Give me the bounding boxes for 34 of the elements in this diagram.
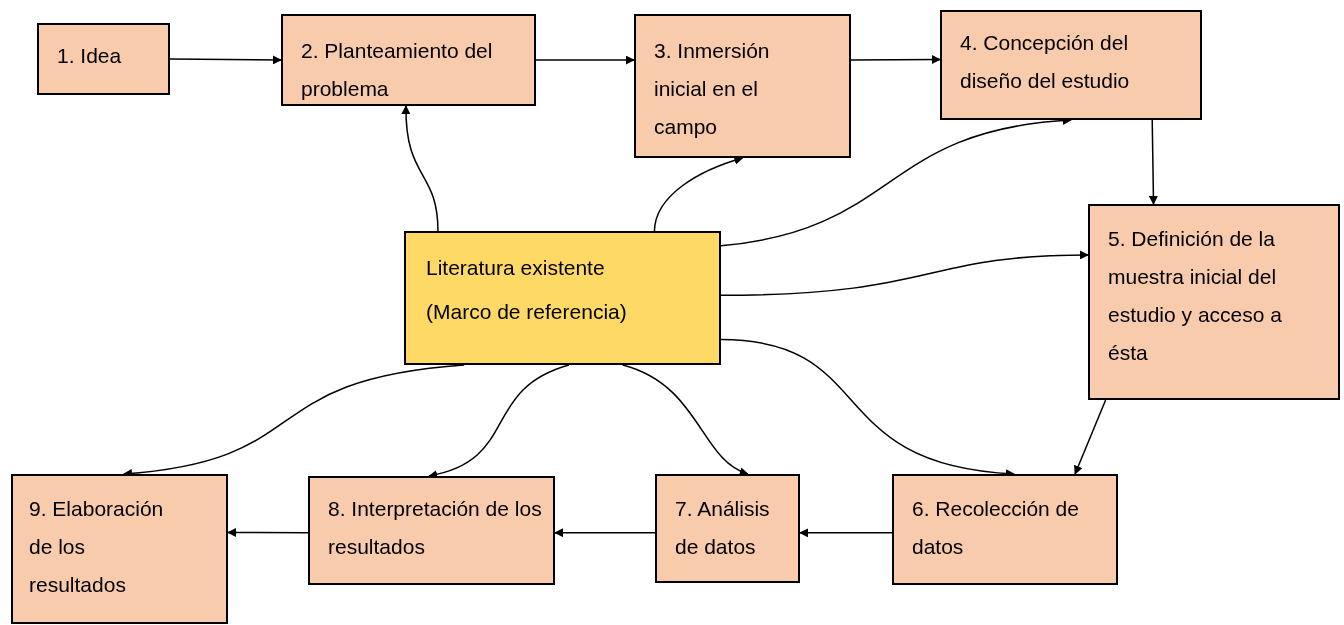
arrow: [720, 250, 1089, 297]
box-text: 4. Concepción del diseño del estudio: [960, 30, 1131, 94]
arrow: [169, 55, 282, 65]
arrow: [1148, 119, 1158, 205]
box-text: 6. Recolección de datos: [912, 496, 1080, 560]
process-box: [11, 474, 228, 624]
arrow: [1074, 399, 1107, 475]
box-text: 1. Idea: [57, 43, 123, 69]
process-box: [281, 14, 536, 106]
box-text: 9. Elaboración de los resultados: [29, 496, 165, 598]
process-box: [308, 476, 555, 585]
literature-box: [404, 231, 721, 365]
arrow: [653, 156, 744, 232]
process-box: [940, 10, 1202, 120]
box-text: 7. Análisis de datos: [675, 496, 771, 560]
process-box: [892, 474, 1118, 585]
arrow: [535, 55, 635, 65]
process-box: [655, 474, 800, 583]
box-text: 5. Definición de la muestra inicial del estudio y acceso a ésta: [1108, 226, 1283, 366]
box-text: Literatura existente: [426, 255, 606, 281]
arrow: [622, 364, 749, 475]
process-box: [37, 23, 170, 95]
box-text: 2. Planteamiento del problema: [301, 38, 494, 102]
box-text: (Marco de referencia): [426, 299, 628, 325]
box-text: 3. Inmersión inicial en el campo: [654, 38, 771, 140]
arrow: [554, 528, 656, 538]
arrow: [799, 528, 893, 538]
process-box: [634, 14, 851, 158]
arrow: [428, 364, 570, 479]
arrow: [401, 105, 439, 232]
process-box: [1088, 204, 1340, 400]
arrow: [850, 55, 941, 65]
arrow: [227, 528, 309, 537]
box-text: 8. Interpretación de los resultados: [328, 496, 543, 560]
